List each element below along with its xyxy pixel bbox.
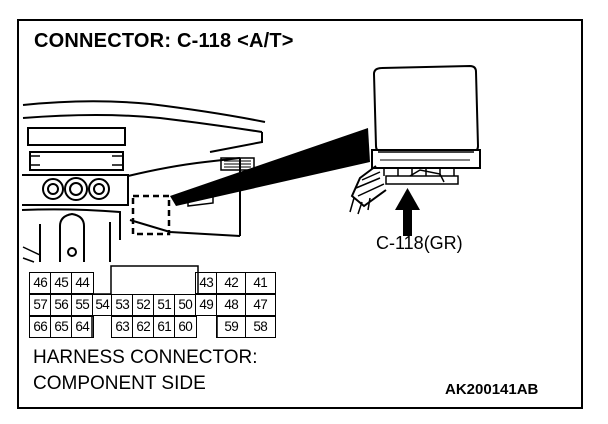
pin-64: 64: [71, 316, 94, 338]
pin-55: 55: [71, 294, 94, 316]
pin-62: 62: [132, 316, 155, 338]
ecu-module-illustration: [349, 64, 481, 215]
reference-code: AK200141AB: [445, 381, 539, 398]
pin-56: 56: [50, 294, 73, 316]
pin-51: 51: [153, 294, 176, 316]
connector-id-label: C-118(GR): [376, 233, 463, 253]
diagram-title: CONNECTOR: C-118 <A/T>: [34, 30, 294, 52]
pin-58: 58: [245, 316, 276, 338]
pin-46: 46: [29, 272, 52, 294]
pin-44: 44: [71, 272, 94, 294]
pin-60: 60: [174, 316, 197, 338]
caption-line-1: HARNESS CONNECTOR:: [33, 347, 258, 368]
pin-45: 45: [50, 272, 73, 294]
pin-43: 43: [195, 272, 218, 294]
caption-line-2: COMPONENT SIDE: [33, 373, 206, 394]
pin-42: 42: [216, 272, 247, 294]
pin-49: 49: [195, 294, 218, 316]
pin-54: 54: [92, 294, 113, 316]
pin-61: 61: [153, 316, 176, 338]
callout-beam: [170, 128, 370, 206]
pin-63: 63: [111, 316, 134, 338]
pin-41: 41: [245, 272, 276, 294]
pin-59: 59: [216, 316, 247, 338]
pin-50: 50: [174, 294, 197, 316]
pin-65: 65: [50, 316, 73, 338]
pin-blank: [132, 272, 155, 294]
pin-57: 57: [29, 294, 52, 316]
dashboard-illustration: [21, 100, 266, 263]
pin-blank: [153, 272, 176, 294]
pin-48: 48: [216, 294, 247, 316]
pin-blank: [92, 316, 113, 338]
pointer-arrow-icon: [395, 188, 420, 236]
ecu-location-marker: [131, 194, 171, 236]
pin-53: 53: [111, 294, 134, 316]
pin-blank: [195, 316, 218, 338]
diagram-frame: [17, 19, 583, 409]
pin-47: 47: [245, 294, 276, 316]
pin-blank: [174, 272, 197, 294]
pin-blank: [92, 272, 113, 294]
pin-66: 66: [29, 316, 52, 338]
pin-blank: [111, 272, 134, 294]
pin-52: 52: [132, 294, 155, 316]
